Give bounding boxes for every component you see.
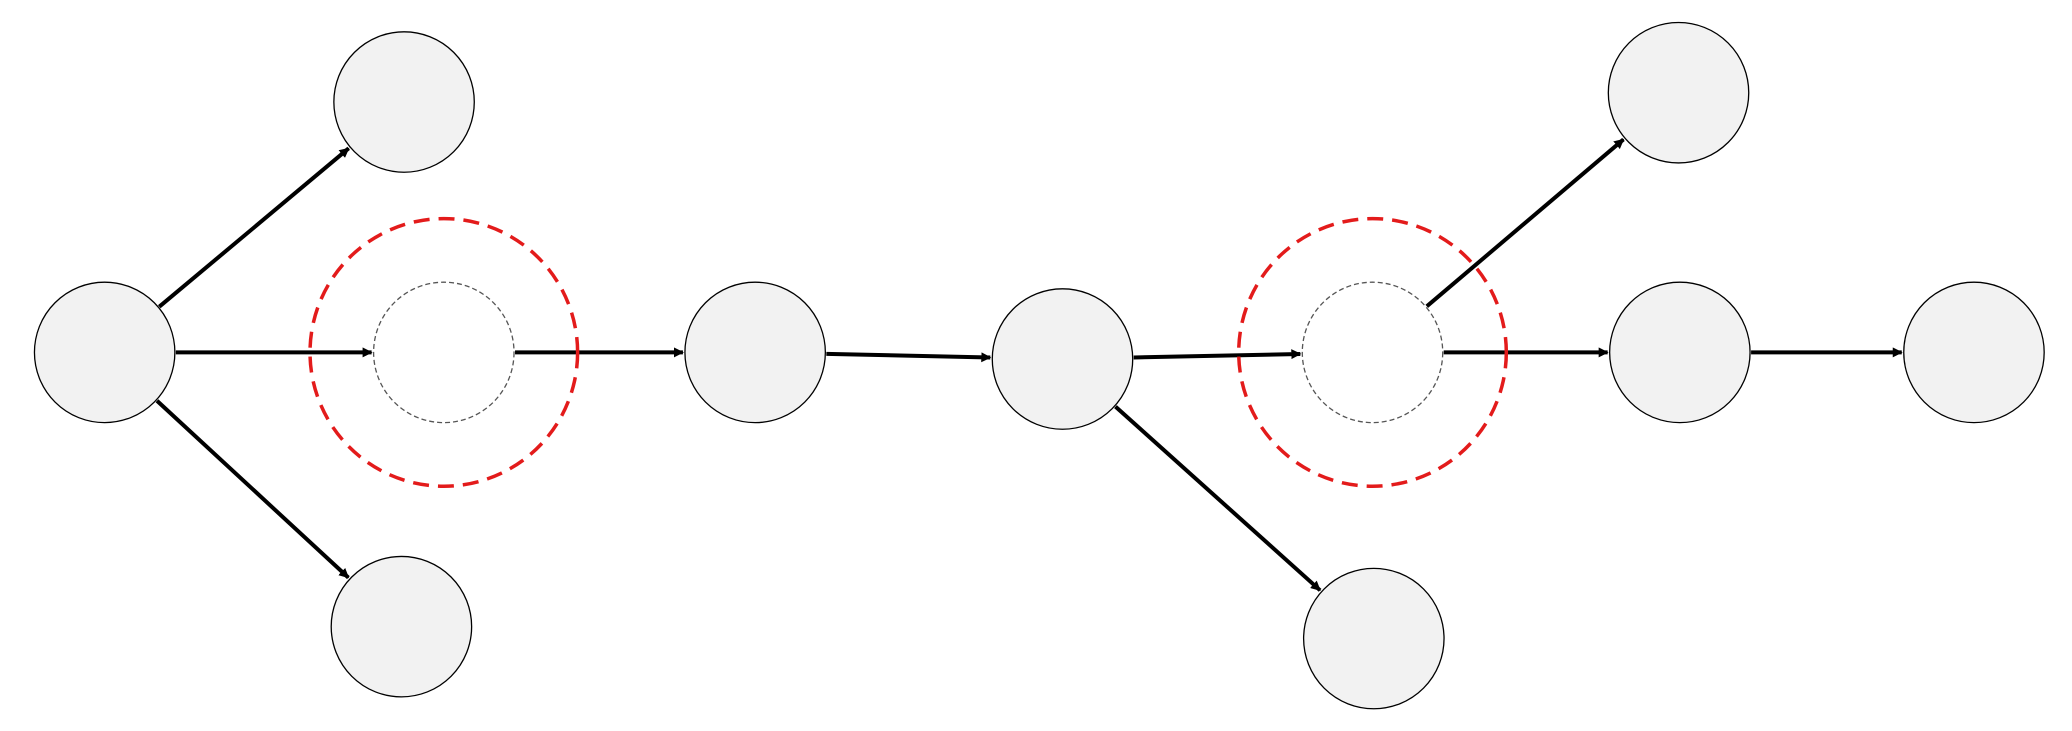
edge-n6-to-n8 [1114,405,1322,592]
highlight-ring-n7 [1236,216,1509,488]
edge-n5-to-n6 [826,351,992,363]
edges-layer [155,137,1903,592]
node-n6 [991,288,1134,430]
highlights-layer [308,216,1509,488]
node-n11 [1903,281,2045,424]
placeholder-node-n3 [372,281,515,424]
node-n9 [1607,21,1750,164]
node-n4 [330,555,473,698]
node-n5 [684,281,827,424]
edge-n1-to-n4 [155,399,350,580]
edge-n6-to-n7 [1133,349,1302,360]
edge-n7-to-n9 [1425,137,1625,308]
placeholder-node-n7 [1301,281,1444,424]
node-n2 [333,31,475,173]
highlight-ring-n3 [308,216,580,488]
nodes-layer [33,21,2045,710]
node-n8 [1302,567,1445,710]
edge-n1-to-n2 [158,146,350,309]
node-n10 [1608,281,1751,424]
node-n1 [33,281,176,424]
